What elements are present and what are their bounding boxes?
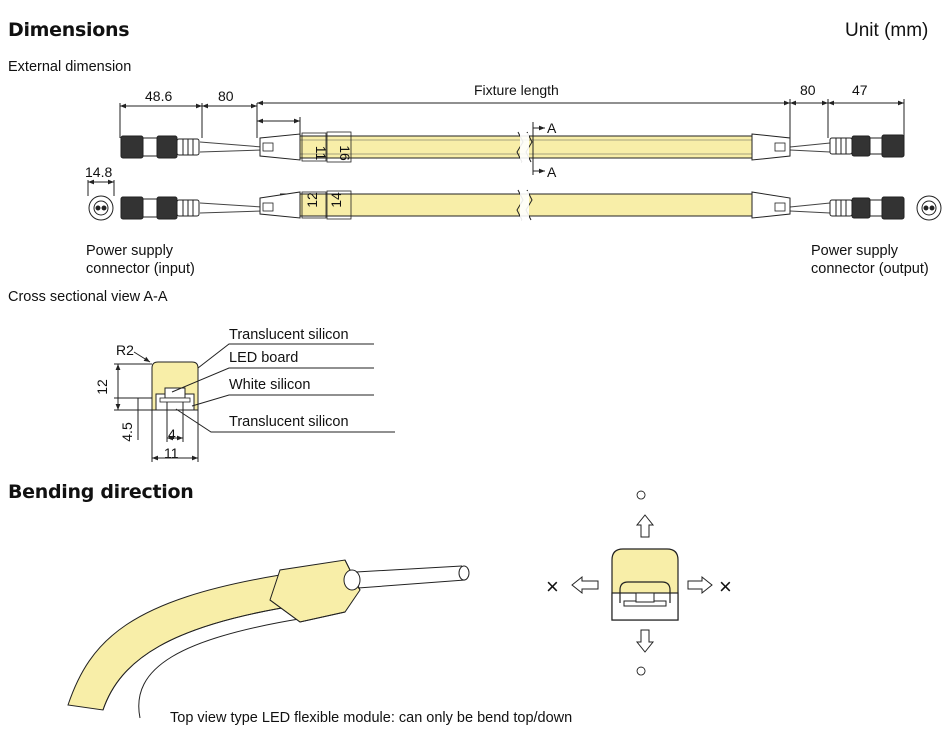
cs-board-width: 4	[168, 426, 176, 442]
cross-section-heading: Cross sectional view A-A	[8, 289, 168, 305]
allowed-down-symbol: ○	[635, 660, 648, 682]
bending-direction-heading: Bending direction	[8, 481, 194, 503]
not-allowed-right-symbol: ×	[719, 574, 732, 599]
input-connector-label-2: connector (input)	[86, 261, 195, 277]
dim-connector-length: 48.6	[145, 88, 173, 104]
output-connector-label-1: Power supply	[811, 243, 899, 259]
callout-translucent-silicon-bottom: Translucent silicon	[229, 414, 349, 430]
connector-bottom-left	[88, 195, 200, 221]
dimensions-heading: Dimensions	[8, 19, 130, 41]
dim-outer-width-top: 16	[337, 145, 353, 161]
cs-height: 12	[94, 379, 110, 395]
dim-lead-left: 80	[218, 88, 234, 104]
section-mark-top: A	[547, 120, 557, 136]
dimension-lines	[87, 99, 905, 196]
input-connector-label-1: Power supply	[86, 243, 174, 259]
dim-outer-width-side: 14	[328, 192, 344, 208]
bending-caption: Top view type LED flexible module: can o…	[170, 710, 573, 726]
direction-diagram	[571, 514, 713, 653]
cross-section-drawing: 12 4.5	[94, 343, 395, 462]
section-mark-bottom: A	[547, 164, 557, 180]
connector-top-right	[829, 134, 905, 158]
strip-side-view: 12 14	[199, 189, 831, 221]
not-allowed-left-symbol: ×	[546, 574, 559, 599]
cs-base-height: 4.5	[119, 422, 135, 442]
dim-inner-width-top: 11	[313, 146, 329, 161]
allowed-up-symbol: ○	[635, 484, 648, 506]
dim-connector-right: 47	[852, 82, 868, 98]
dim-lead-right: 80	[800, 82, 816, 98]
dim-inner-width-side: 12	[304, 192, 320, 208]
external-dimension-heading: External dimension	[8, 59, 132, 75]
unit-label: Unit (mm)	[845, 20, 929, 41]
cs-radius: R2	[116, 342, 134, 358]
bending-illustration	[67, 559, 470, 719]
dim-fixture-length: Fixture length	[474, 82, 559, 98]
dim-connector-diameter: 14.8	[85, 164, 113, 180]
strip-top-view: 11 16	[199, 122, 831, 175]
connector-top-left	[120, 135, 200, 159]
callout-led-board: LED board	[229, 350, 299, 366]
connector-bottom-right	[829, 195, 942, 221]
callout-translucent-silicon-top: Translucent silicon	[229, 327, 349, 343]
callout-white-silicon: White silicon	[229, 377, 311, 393]
output-connector-label-2: connector (output)	[811, 261, 929, 277]
